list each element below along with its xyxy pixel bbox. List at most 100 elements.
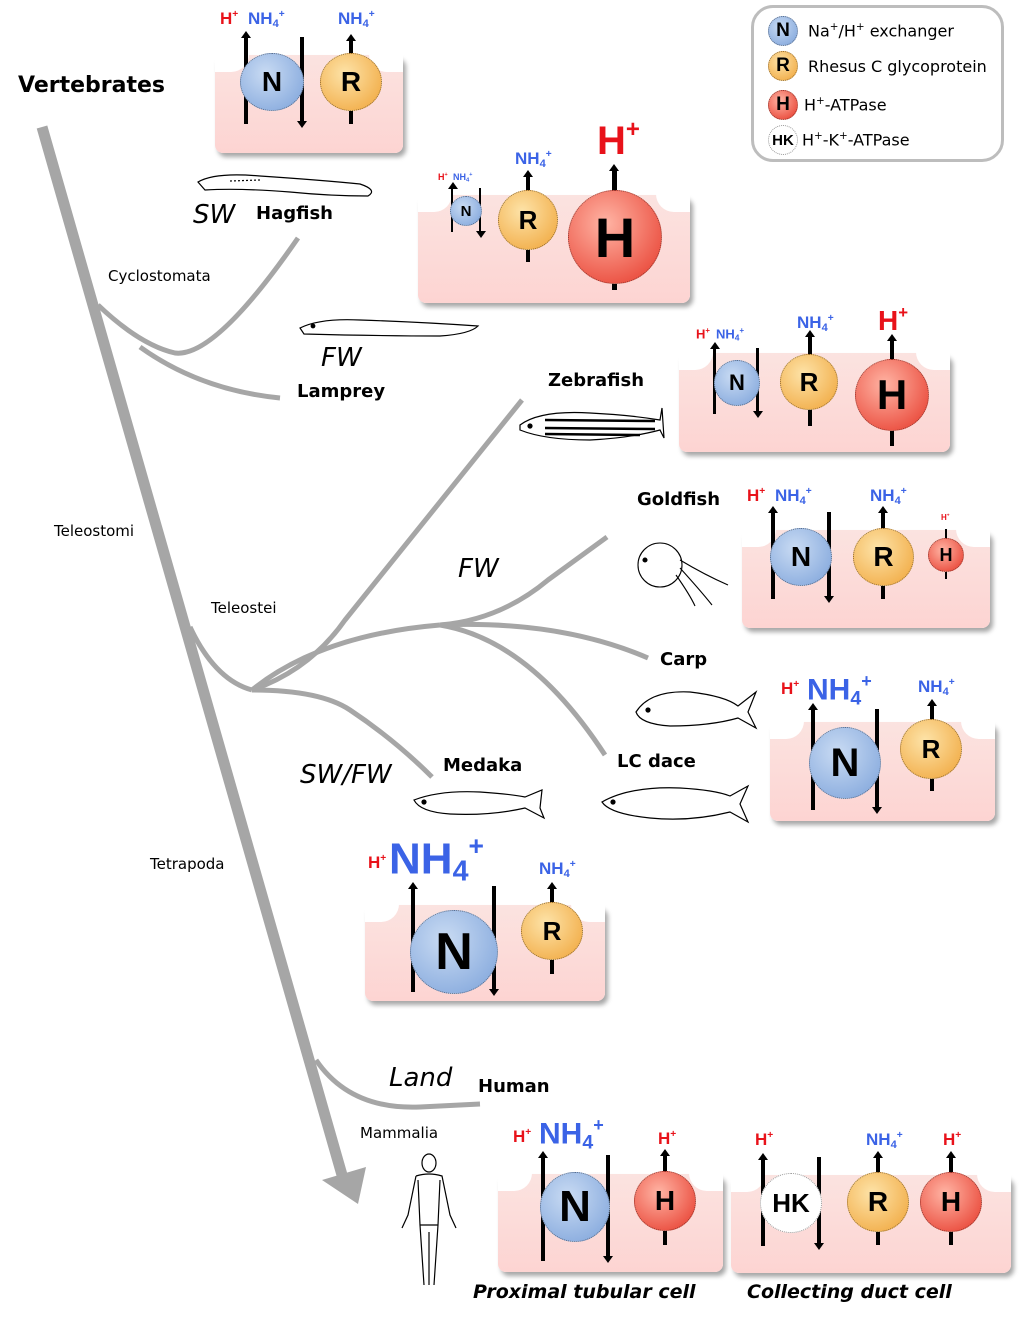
clade-label-tetrapoda: Tetrapoda [150,855,225,873]
rhcg-protein: R [900,719,962,779]
vatpase-protein: H [634,1171,696,1231]
species-label-hagfish: Hagfish [256,203,333,224]
env-label-human: Land [389,1063,453,1093]
species-label-carp: Carp [660,649,708,670]
branch-cyprinid [250,622,441,692]
ammonium-label: NH4+ [539,859,576,880]
ammonium-label: NH4+ [515,149,552,170]
hagfish-drawing [197,174,373,197]
zebrafish-drawing [519,407,665,441]
proton-label: H+ [747,486,766,506]
cell-label-proximal: Proximal tubular cell [473,1281,696,1303]
proton-label: H+ [696,326,710,342]
proton-label: H+ [658,1129,677,1149]
proton-label-large: H+ [878,303,909,336]
branch-cyclostomata [96,236,301,356]
lcdace-drawing [601,784,750,824]
species-label-goldfish: Goldfish [637,489,721,510]
human-drawing [401,1153,457,1286]
cell-label-collecting: Collecting duct cell [747,1281,952,1303]
nhe-protein: N [714,360,760,406]
nhe-protein: N [540,1172,610,1242]
branch-medaka [251,687,434,779]
legend-nhe-label: Na+/H+ exchanger [808,21,954,41]
branch-human [313,1058,481,1110]
legend-hkatpase-icon: HK [768,125,798,155]
branch-lamprey [138,344,281,401]
ammonium-label: NH4+ [775,486,812,507]
clade-label-teleostei: Teleostei [211,599,277,617]
legend-item-vatpase: H H+-ATPase [768,90,887,120]
proton-label: H+ [438,172,448,182]
nhe-protein: N [450,196,482,226]
legend: N Na+/H+ exchanger R Rhesus C glycoprote… [751,5,1004,162]
ammonium-label-large: NH4+ [389,831,484,888]
species-label-lcdace: LC dace [617,751,696,772]
branch-teleostei [187,625,253,693]
ammonium-label: NH4+ [248,9,285,30]
proton-label-small: H+ [941,513,950,522]
rhcg-protein: R [320,53,382,111]
rhcg-protein: R [521,902,583,960]
vatpase-protein: H [855,359,929,431]
medaka-drawing [413,789,546,820]
branch-lcdace [439,622,608,757]
rhcg-protein: R [498,190,558,250]
branch-carp [439,621,649,661]
branch-zebrafish [251,398,524,693]
proton-label: H+ [781,679,800,699]
lamprey-drawing [299,319,480,337]
proton-label: H+ [220,9,239,29]
proton-label: H+ [513,1127,532,1147]
env-label-medaka: SW/FW [300,760,392,790]
rhcg-protein: R [853,528,914,586]
cell-carp-lcdace [770,721,995,821]
legend-hkatpase-label: H+-K+-ATPase [802,130,910,150]
hk-atpase-protein: HK [760,1173,822,1233]
ammonium-label: NH4+ [797,313,834,334]
trunk-branch [36,125,348,1177]
legend-item-hkatpase: HK H+-K+-ATPase [768,125,910,155]
nhe-protein: N [770,528,832,586]
legend-item-rhcg: R Rhesus C glycoprotein [768,51,987,81]
trunk-arrowhead [322,1167,366,1204]
legend-vatpase-label: H+-ATPase [804,95,887,115]
env-label-hagfish: SW [193,200,236,230]
legend-rhcg-icon: R [768,51,798,81]
clade-label-mammalia: Mammalia [360,1124,439,1142]
ammonium-label: NH4+ [338,9,375,30]
env-label-cyprinids: FW [458,554,499,584]
ammonium-label: NH4+ [453,172,473,184]
goldfish-drawing [637,542,729,607]
species-label-human: Human [478,1076,550,1097]
species-label-lamprey: Lamprey [297,381,386,402]
legend-item-nhe: N Na+/H+ exchanger [768,16,954,46]
env-label-lamprey: FW [321,343,362,373]
ammonium-label: NH4+ [866,1130,903,1151]
rhcg-protein: R [847,1172,909,1232]
nhe-protein: N [240,53,304,111]
carp-drawing [635,690,758,730]
ammonium-label: NH4+ [870,486,907,507]
page-title: Vertebrates [18,73,166,98]
vatpase-protein: H [920,1172,982,1232]
legend-rhcg-label: Rhesus C glycoprotein [808,56,987,76]
ammonium-label: NH4+ [918,677,955,698]
ammonium-label: NH4+ [716,326,745,343]
clade-label-cyclostomata: Cyclostomata [108,267,211,285]
nhe-protein: N [410,910,498,994]
ammonium-label-large: NH4+ [539,1115,604,1154]
legend-nhe-icon: N [768,16,798,46]
proton-label: H+ [943,1130,962,1150]
species-label-zebrafish: Zebrafish [548,370,645,391]
proton-label: H+ [755,1130,774,1150]
ammonium-label-large: NH4+ [807,671,872,710]
species-label-medaka: Medaka [443,755,523,776]
proton-label-large: H+ [597,116,640,163]
rhcg-protein: R [780,354,838,410]
proton-label: H+ [368,853,387,873]
vatpase-protein: H [928,538,964,572]
clade-label-teleostomi: Teleostomi [54,522,135,540]
vatpase-protein: H [568,190,662,284]
